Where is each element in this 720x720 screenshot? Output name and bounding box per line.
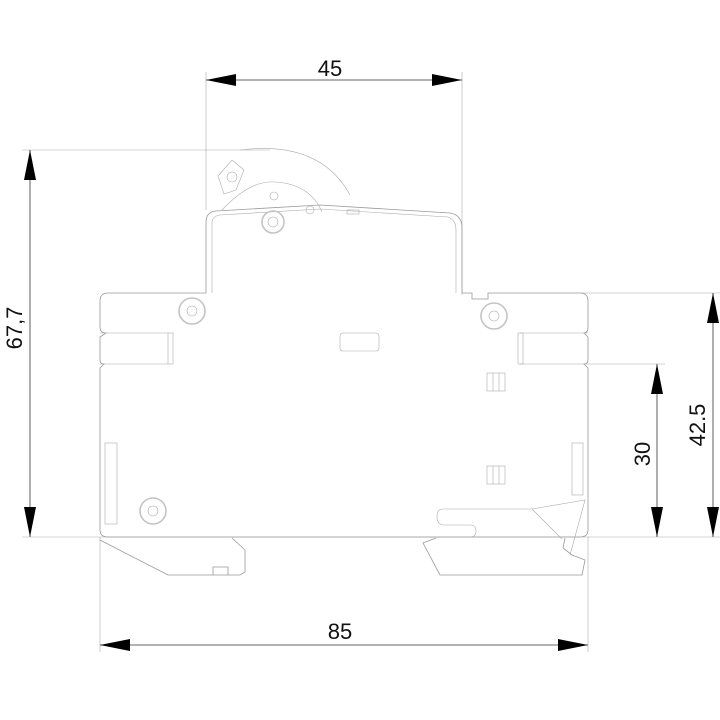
dimension-lower-height [651,364,663,537]
dimension-body-height [707,293,719,537]
label-overall-height: 67,7 [2,307,27,350]
dimension-overall-height [24,150,36,537]
dimension-top-width [206,74,462,86]
extension-lines [22,72,720,652]
toggle-handle [205,148,463,293]
label-lower-height: 30 [630,442,655,466]
breaker-body [99,292,589,576]
label-body-height: 42.5 [685,404,710,447]
label-top-width: 45 [318,56,342,81]
terminal-screws [139,297,508,525]
dimension-overall-width [100,639,588,651]
label-overall-width: 85 [328,619,352,644]
